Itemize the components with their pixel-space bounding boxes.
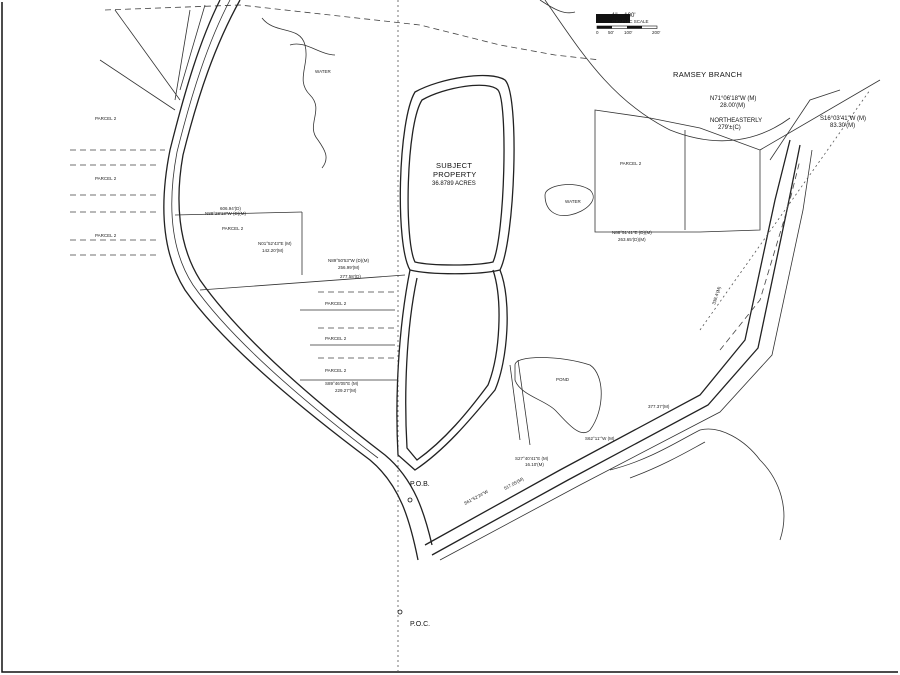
south-loop-inner: [405, 269, 500, 461]
road-south-curve-2: [629, 441, 706, 479]
graphic-scale: 1" = 100' GRAPHIC SCALE 0 50' 100' 200': [596, 13, 661, 35]
parcel-line: [199, 274, 406, 291]
parcel-label: PARCEL 2: [222, 226, 244, 231]
parcel-label: PARCEL 2: [325, 301, 347, 306]
bearing-n89: N89°50'53"W (D)(M): [328, 258, 370, 263]
dist-338: 338.4'(M): [711, 285, 722, 305]
pond-label: POND: [556, 377, 570, 382]
scale-tick: 200': [652, 30, 661, 35]
scale-sublabel: GRAPHIC SCALE: [612, 19, 649, 24]
bearing-s16: S16°03'41"W (M): [820, 116, 866, 122]
subject-loop-outer: [399, 74, 515, 275]
bearing-n71: N71°06'18"W (M): [710, 96, 756, 102]
road-right-outer: [424, 139, 791, 546]
ditch-line: [517, 359, 531, 446]
ul-line: [179, 4, 206, 91]
scale-tick: 50': [608, 30, 614, 35]
north-arrow-block: [596, 14, 630, 23]
subject-label-2: PROPERTY: [433, 170, 477, 179]
road-centerline: [171, 0, 379, 459]
subject-label: SUBJECT: [436, 161, 472, 170]
bearing-n88b-dist: 263.65'(D)(M): [618, 237, 646, 242]
water-feature: [261, 17, 327, 169]
creek-arc-top: [539, 0, 576, 14]
bearing-n89-dist: 256.99'(M): [338, 265, 360, 270]
parcel-label: PARCEL 2: [325, 368, 347, 373]
creek-arc: [544, 0, 791, 142]
scale-tick: 100': [624, 30, 633, 35]
ul-line: [99, 59, 176, 111]
pob-marker: [407, 497, 413, 503]
bearing-s61: S61°52'24"W: [463, 489, 489, 506]
ul-line: [114, 9, 181, 101]
bearing-s89: S89°46'05"E (M): [325, 381, 359, 386]
bearing-n88b: N88°51'41"E (D)(M): [612, 230, 652, 235]
top-boundary-line: [104, 4, 601, 61]
northeasterly-dist: 279'±(C): [718, 125, 741, 131]
bearing-s27-dist: 16.10'(M): [525, 462, 544, 467]
south-loop-outer: [396, 269, 508, 471]
scale-bar-seg: [597, 26, 612, 29]
ramsey-branch-label: RAMSEY BRANCH: [673, 70, 742, 79]
road-right-inner: [431, 144, 801, 556]
parcel-label: PARCEL 2: [95, 233, 117, 238]
bearing-n71-dist: 28.00'(M): [720, 103, 745, 109]
scale-bar-seg: [627, 26, 642, 29]
poc-label: P.O.C.: [410, 621, 430, 628]
parcel-label: PARCEL 2: [95, 116, 117, 121]
dist-377: 377.37'(M): [648, 404, 670, 409]
road-left-outer: [163, 0, 419, 561]
road-left-inner: [178, 0, 433, 546]
bearing-s16-dist: 83.30'(M): [830, 123, 855, 129]
bearing-s62: S62°11'°W (M): [585, 436, 615, 441]
water-feature-branch: [289, 43, 336, 56]
water-label: WATER: [315, 69, 331, 74]
poc-marker: [397, 609, 403, 615]
road-south-curve: [609, 428, 785, 541]
bearing-n88-dist: 606.94'(D): [220, 206, 241, 211]
parcel-label: PARCEL 2: [325, 336, 347, 341]
ne-boundary: [699, 89, 871, 331]
road-right-third: [439, 149, 813, 561]
parcel-label: PARCEL 2: [95, 176, 117, 181]
bearing-n01: N01°52'43"E (M): [258, 241, 292, 246]
subject-loop-inner: [407, 84, 505, 266]
dist-277: 277.58'(D): [340, 274, 361, 279]
scale-label: 1" = 100': [612, 13, 635, 19]
road-ne-bend: [769, 89, 841, 161]
bearing-n01-dist: 142.20'(M): [262, 248, 284, 253]
bearing-s27: S27°40'41"E (M): [515, 456, 549, 461]
pob-label: P.O.B.: [410, 481, 430, 488]
road-right-dash: [719, 159, 801, 351]
dist-517: 517.05'(M): [503, 476, 525, 491]
bearing-s89-dist: 229.27'(M): [335, 388, 357, 393]
parcel-label: PARCEL 2: [620, 161, 642, 166]
bearing-n88: N88°28'13"W (D)(M): [205, 211, 247, 216]
scale-tick: 0: [596, 30, 599, 35]
water-blob: [544, 184, 594, 217]
subject-area: 36.8789 ACRES: [432, 181, 476, 187]
water-blob-label: WATER: [565, 199, 581, 204]
pond-outline: [514, 357, 602, 433]
right-parcel: [594, 109, 761, 233]
ul-line: [174, 9, 191, 101]
ditch-line: [509, 364, 521, 441]
northeasterly-label: NORTHEASTERLY: [710, 118, 762, 124]
parcel-line: [174, 211, 303, 216]
road-ne-line: [759, 79, 881, 151]
